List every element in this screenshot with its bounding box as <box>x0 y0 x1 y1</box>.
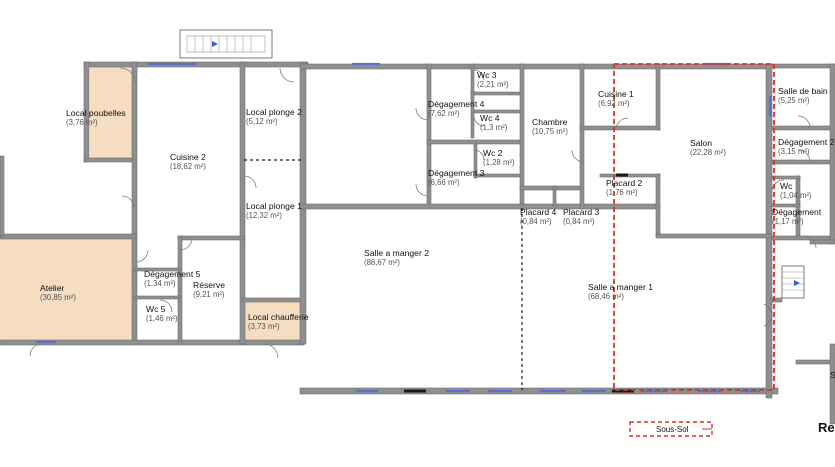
room-salle-de-bain: Salle de bain(5,25 m²) <box>778 86 828 105</box>
room-area: (30,85 m²) <box>40 293 76 302</box>
room-area: (1,76 m²) <box>606 188 638 197</box>
room-degagement-5: Dégagement 5(1,34 m²) <box>144 269 201 288</box>
room-degagement-2: Dégagement 2(3,15 m²) <box>778 137 835 156</box>
room-wc-5: Wc 5(1,46 m²) <box>146 304 178 323</box>
room-local-poubelles: Local poubelles(3,76 m²) <box>66 108 126 127</box>
fill-local-chaufferie <box>245 300 301 342</box>
room-cuisine-1: Cuisine 1(6,92 m²) <box>598 89 634 108</box>
room-name: Local poubelles <box>66 108 126 118</box>
doors <box>29 67 817 359</box>
room-degagement: Dégagement(1,17 m²) <box>772 207 822 226</box>
room-area: (1,46 m²) <box>146 314 178 323</box>
room-name: Placard 2 <box>606 178 643 188</box>
room-area: (18,62 m²) <box>170 162 206 171</box>
room-name: Salle de bain <box>778 86 828 96</box>
room-area: (1,04 m²) <box>780 191 812 200</box>
room-chambre: Chambre(10,75 m²) <box>532 117 568 136</box>
room-area: (68,46 m²) <box>588 292 624 301</box>
room-area: (3,73 m²) <box>248 322 280 331</box>
room-name: Local plonge 2 <box>246 107 302 117</box>
room-area: (0,84 m²) <box>520 217 552 226</box>
room-wc-3: Wc 3(2,21 m²) <box>477 70 509 89</box>
room-area: (0,84 m²) <box>563 217 595 226</box>
room-name: Wc <box>780 181 793 191</box>
room-area: (1,3 m²) <box>480 123 508 132</box>
room-degagement-3: Dégagement 3(6,66 m²) <box>428 168 485 187</box>
room-fills <box>0 64 301 342</box>
room-name: Salon <box>690 138 712 148</box>
room-name: Wc 2 <box>483 148 503 158</box>
room-area: (3,15 m²) <box>778 147 810 156</box>
room-name: Local plonge 1 <box>246 201 302 211</box>
room-name: Dégagement 3 <box>428 168 485 178</box>
room-area: (5,12 m²) <box>246 117 278 126</box>
room-placard-2: Placard 2(1,76 m²) <box>606 178 643 197</box>
room-local-plonge-2: Local plonge 2(5,12 m²) <box>246 107 302 126</box>
room-area: (6,92 m²) <box>598 99 630 108</box>
room-area: (10,75 m²) <box>532 127 568 136</box>
room-name: Wc 5 <box>146 304 166 314</box>
room-wc-4: Wc 4(1,3 m²) <box>480 113 508 132</box>
legend-box <box>629 421 713 437</box>
room-area: (1,34 m²) <box>144 279 176 288</box>
room-atelier: Atelier(30,85 m²) <box>40 283 76 302</box>
room-salle-a-manger-1: Salle a manger 1(68,46 m²) <box>588 282 653 301</box>
room-area: (3,76 m²) <box>66 118 98 127</box>
room-area: (12,32 m²) <box>246 211 282 220</box>
room-name: Dégagement 4 <box>428 99 485 109</box>
room-name: Dégagement 2 <box>778 137 835 147</box>
room-name: Wc 3 <box>477 70 497 80</box>
windows <box>36 62 772 393</box>
room-reserve: Réserve(9,21 m²) <box>193 280 225 299</box>
legend-label: Sous-Sol <box>656 425 689 434</box>
room-labels: Local poubelles(3,76 m²) Cuisine 2(18,62 … <box>40 70 835 331</box>
room-name: Salle a manger 1 <box>588 282 653 292</box>
room-name: Placard 3 <box>563 207 600 217</box>
walls <box>0 61 835 425</box>
room-cuisine-2: Cuisine 2(18,62 m²) <box>170 152 206 171</box>
room-name: Wc 4 <box>480 113 500 123</box>
room-area: (2,21 m²) <box>477 80 509 89</box>
room-area: (1,28 m²) <box>483 158 515 167</box>
entrance-stair <box>179 29 273 59</box>
room-salon: Salon(22,28 m²) <box>690 138 726 157</box>
legend: Sous-Sol <box>629 421 713 437</box>
room-local-plonge-1: Local plonge 1(12,32 m²) <box>246 201 302 220</box>
room-area: (9,21 m²) <box>193 290 225 299</box>
room-name: Atelier <box>40 283 64 293</box>
room-name: Local chaufferie <box>248 312 309 322</box>
fill-local-poubelles <box>90 64 134 158</box>
room-wc: Wc(1,04 m²) <box>780 181 812 200</box>
partitions <box>244 159 523 390</box>
cut-partial-label: Re <box>818 420 835 435</box>
room-degagement-4: Dégagement 4(7,62 m²) <box>428 99 485 118</box>
room-local-chaufferie: Local chaufferie(3,73 m²) <box>248 312 309 331</box>
room-area: (88,67 m²) <box>364 258 400 267</box>
cut-edge-letter: S <box>830 370 835 380</box>
room-name: Chambre <box>532 117 568 127</box>
room-area: (1,17 m²) <box>772 217 804 226</box>
room-area: (6,66 m²) <box>428 178 460 187</box>
room-area: (22,28 m²) <box>690 148 726 157</box>
room-placard-4: Placard 4(0,84 m²) <box>520 207 557 226</box>
room-name: Salle a manger 2 <box>364 248 429 258</box>
room-placard-3: Placard 3(0,84 m²) <box>563 207 600 226</box>
side-stair <box>781 265 805 299</box>
room-name: Dégagement 5 <box>144 269 201 279</box>
room-wc-2: Wc 2(1,28 m²) <box>483 148 515 167</box>
room-name: Cuisine 1 <box>598 89 634 99</box>
room-area: (5,25 m²) <box>778 96 810 105</box>
room-name: Dégagement <box>772 207 822 217</box>
room-area: (7,62 m²) <box>428 109 460 118</box>
room-name: Cuisine 2 <box>170 152 206 162</box>
sous-sol-outline <box>613 63 775 391</box>
room-name: Réserve <box>193 280 225 290</box>
room-name: Placard 4 <box>520 207 557 217</box>
fill-atelier <box>0 238 134 342</box>
room-salle-a-manger-2: Salle a manger 2(88,67 m²) <box>364 248 429 267</box>
